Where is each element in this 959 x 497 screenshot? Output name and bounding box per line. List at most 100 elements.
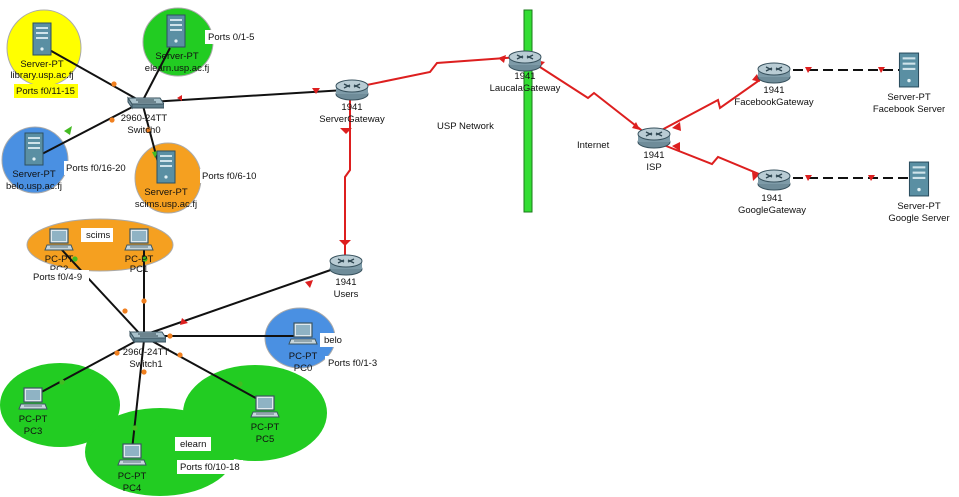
device-type-label: 2960-24TT — [121, 113, 168, 124]
device-type-label: Server-PT — [144, 187, 187, 198]
device-type-label: PC-PT — [251, 422, 280, 433]
port-light — [167, 333, 173, 339]
device-name-label: PC0 — [294, 363, 312, 374]
scims-server[interactable]: Server-PT scims.usp.ac.fj — [135, 150, 197, 210]
device-name-label: PC1 — [130, 264, 148, 275]
belo-server[interactable]: Server-PT belo.usp.ac.fj — [6, 132, 62, 192]
port-light — [72, 256, 78, 262]
device-name-label: belo.usp.ac.fj — [6, 181, 62, 192]
laucala-gateway-router[interactable]: 1941 LaucalaGateway — [490, 50, 561, 94]
link-pc5-switch1 — [149, 339, 264, 403]
router-icon — [757, 62, 791, 84]
device-name-label: FacebookGateway — [734, 97, 813, 108]
port-light — [59, 379, 65, 385]
device-type-label: 1941 — [763, 85, 784, 96]
elearn-server[interactable]: Server-PT elearn.usp.ac.fj — [145, 14, 209, 74]
library-server[interactable]: Server-PT library.usp.ac.fj — [10, 22, 74, 81]
pc5[interactable]: PC-PT PC5 — [250, 395, 280, 445]
link-servergateway-users — [344, 100, 351, 262]
link-up-arrow — [177, 95, 182, 101]
link-laucala-isp — [525, 57, 655, 141]
link-isp-googlegw — [655, 141, 772, 180]
switch0[interactable]: 2960-24TT Switch0 — [121, 97, 168, 136]
usp-network-boundary — [523, 9, 533, 213]
note-belo-area[interactable]: belo — [324, 335, 342, 346]
note-ports-scims-server[interactable]: Ports f0/6-10 — [202, 171, 256, 182]
server-gateway-router[interactable]: 1941 ServerGateway — [319, 79, 385, 125]
isp-router[interactable]: 1941 ISP — [637, 127, 671, 173]
device-type-label: PC-PT — [45, 254, 74, 265]
note-ports-belo-server[interactable]: Ports f0/16-20 — [66, 163, 126, 174]
device-type-label: 2960-24TT — [123, 347, 170, 358]
server-icon — [32, 22, 52, 56]
note-elearn-area[interactable]: elearn — [180, 439, 206, 450]
note-ports-scims-pcs[interactable]: Ports f0/4-9 — [33, 272, 82, 283]
device-type-label: Server-PT — [20, 59, 63, 70]
link-up-arrow — [305, 280, 313, 288]
link-up-arrow — [498, 55, 506, 63]
port-light — [122, 308, 128, 314]
links — [33, 47, 913, 451]
link-library-switch0 — [45, 47, 143, 103]
note-ports-belo-pcs[interactable]: Ports f0/1-3 — [328, 358, 377, 369]
port-light — [237, 381, 243, 387]
device-type-label: Server-PT — [897, 201, 940, 212]
pc4[interactable]: PC-PT PC4 — [117, 443, 147, 494]
link-up-arrow — [339, 240, 351, 246]
note-ports-library[interactable]: Ports f0/11-15 — [16, 86, 75, 97]
router-icon — [757, 169, 791, 191]
device-name-label: PC2 — [50, 264, 68, 275]
device-type-label: 1941 — [341, 102, 362, 113]
note-scims-area[interactable]: scims — [86, 230, 111, 241]
port-light — [111, 81, 117, 87]
device-type-label: Server-PT — [12, 169, 55, 180]
device-type-label: PC-PT — [125, 254, 154, 265]
link-status-markers — [59, 55, 885, 431]
facebook-server[interactable]: Server-PT Facebook Server — [873, 52, 945, 115]
link-up-arrow — [64, 126, 72, 135]
link-up-arrow — [752, 74, 760, 82]
router-icon — [637, 127, 671, 149]
server-icon — [156, 150, 176, 184]
device-name-label: Switch0 — [127, 125, 160, 136]
device-type-label: 1941 — [761, 193, 782, 204]
link-up-arrow — [672, 122, 681, 131]
note-ports-elearn-pcs[interactable]: Ports f0/10-18 — [180, 462, 240, 473]
port-light — [142, 256, 148, 262]
google-gateway-router[interactable]: 1941 GoogleGateway — [738, 169, 806, 216]
link-up-arrow — [340, 128, 352, 134]
device-name-label: Google Server — [888, 213, 949, 224]
switch1[interactable]: 2960-24TT Switch1 — [123, 331, 170, 370]
device-type-label: 1941 — [335, 277, 356, 288]
link-pc3-switch1 — [33, 339, 139, 397]
port-light — [177, 352, 183, 358]
link-pc4-switch1 — [131, 339, 145, 451]
pc3[interactable]: PC-PT PC3 — [18, 387, 48, 437]
device-name-label: LaucalaGateway — [490, 83, 561, 94]
device-name-label: scims.usp.ac.fj — [135, 199, 197, 210]
pc1[interactable]: PC-PT PC1 — [124, 228, 154, 275]
link-up-arrow — [805, 175, 812, 181]
server-icon — [24, 132, 44, 166]
device-name-label: library.usp.ac.fj — [10, 70, 73, 81]
google-server[interactable]: Server-PT Google Server — [888, 161, 950, 224]
device-name-label: PC4 — [123, 483, 141, 494]
zones — [0, 7, 336, 496]
pc0[interactable]: PC-PT PC0 — [288, 322, 318, 374]
users-router[interactable]: 1941 Users — [329, 254, 363, 300]
link-elearn-switch0 — [141, 47, 171, 103]
link-isp-facebookgw — [655, 71, 772, 134]
switch-icon — [129, 331, 166, 343]
device-name-label: ISP — [646, 162, 661, 173]
note-usp-network[interactable]: USP Network — [437, 121, 494, 132]
link-up-arrow — [805, 67, 812, 73]
facebook-gateway-router[interactable]: 1941 FacebookGateway — [734, 62, 814, 108]
device-name-label: ServerGateway — [319, 114, 385, 125]
device-type-label: 1941 — [514, 71, 535, 82]
device-name-label: Users — [334, 289, 359, 300]
note-ports-elearn-server[interactable]: Ports 0/1-5 — [208, 32, 254, 43]
note-internet[interactable]: Internet — [577, 140, 610, 151]
device-name-label: Switch1 — [129, 359, 162, 370]
port-light — [145, 127, 151, 133]
pc2[interactable]: PC-PT PC2 — [44, 228, 74, 275]
